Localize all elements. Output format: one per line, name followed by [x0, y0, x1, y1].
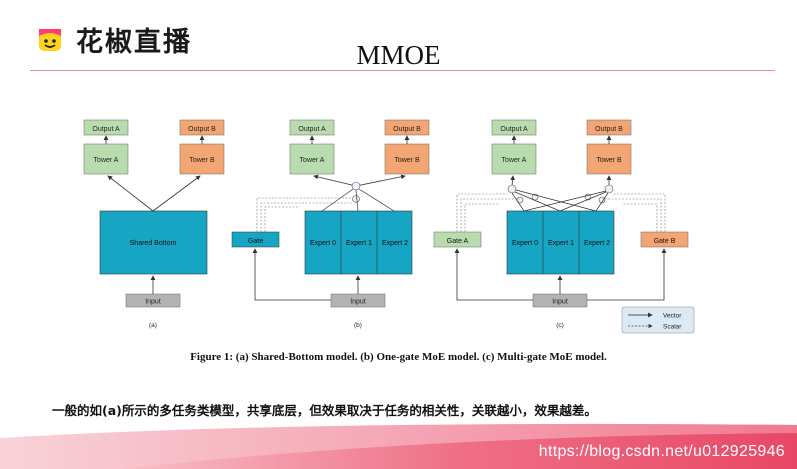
- output-a-label-b: Output A: [298, 126, 326, 133]
- gate-b-mult-2: [598, 196, 606, 204]
- slide-title: MMOE: [356, 40, 441, 70]
- output-a-label: Output A: [92, 126, 120, 133]
- expert0-label-b: Expert 0: [310, 240, 336, 247]
- expert0-label-c: Expert 0: [512, 240, 538, 247]
- tower-b-box-b: [384, 143, 430, 175]
- title-divider: [30, 70, 775, 71]
- gate-b-label: Gate B: [654, 238, 676, 245]
- figure-caption: Figure 1: (a) Shared-Bottom model. (b) O…: [190, 351, 607, 363]
- tower-b-label: Tower B: [189, 157, 215, 164]
- tower-b-label-c: Tower B: [596, 157, 622, 164]
- logo-face-icon: [39, 28, 61, 51]
- output-b-label: Output B: [188, 126, 216, 133]
- output-a-box-b: [289, 119, 335, 136]
- shared-bottom-box: [99, 210, 208, 275]
- body-paragraph: 一般的如(a)所示的多任务类模型，共享底层，但效果取决于任务的相关性，关联越小，…: [52, 403, 597, 418]
- tower-b-label-b: Tower B: [394, 157, 420, 164]
- gate-mult-node-b: [352, 195, 360, 203]
- legend-vector-label: Vector: [663, 313, 682, 320]
- expert2-label-c: Expert 2: [584, 240, 610, 247]
- gate-a-box: [433, 231, 482, 248]
- output-a-box: [83, 119, 129, 136]
- panel-a: Output A Output B Tower A Tower B Shared…: [83, 119, 225, 329]
- output-b-box-b: [384, 119, 430, 136]
- gate-sum-node-b: [351, 181, 361, 191]
- tower-a-box-b: [289, 143, 335, 175]
- expert1-label-b: Expert 1: [346, 240, 372, 247]
- output-b-box: [179, 119, 225, 136]
- sublabel-b: (b): [354, 322, 362, 329]
- brand-logo: 花椒直播: [38, 20, 192, 59]
- panel-b: Output A Output B Tower A Tower B Expert…: [231, 119, 430, 329]
- tower-a-label-b: Tower A: [300, 157, 325, 164]
- legend-box: [621, 306, 695, 334]
- gate-box-b: [231, 231, 280, 248]
- tower-a-label: Tower A: [94, 157, 119, 164]
- output-a-label-c: Output A: [500, 126, 528, 133]
- gate-a-label: Gate A: [447, 238, 469, 245]
- tower-b-box-c: [586, 143, 632, 175]
- shared-bottom-label: Shared Bottom: [130, 240, 177, 247]
- experts-block-b: [304, 210, 413, 275]
- panel-c: Output A Output B Tower A Tower B: [433, 119, 695, 334]
- input-label-a: Input: [145, 299, 161, 306]
- watermark-url: https://blog.csdn.net/u012925946: [538, 443, 785, 460]
- expert2-label-b: Expert 2: [382, 240, 408, 247]
- sublabel-a: (a): [149, 322, 157, 329]
- logo-text: 花椒直播: [76, 27, 192, 58]
- output-a-box-c: [491, 119, 537, 136]
- tower-a-box-c: [491, 143, 537, 175]
- gate-b-sum-node: [604, 184, 614, 194]
- tower-a-label-c: Tower A: [502, 157, 527, 164]
- output-b-box-c: [586, 119, 632, 136]
- output-b-label-c: Output B: [595, 126, 623, 133]
- input-label-c: Input: [552, 299, 568, 306]
- gate-b-box: [640, 231, 689, 248]
- legend-scalar-label: Scalar: [663, 324, 682, 331]
- expert1-label-c: Expert 1: [548, 240, 574, 247]
- sublabel-c: (c): [556, 322, 564, 329]
- input-label-b: Input: [350, 299, 366, 306]
- gate-label-b: Gate: [248, 238, 263, 245]
- gate-a-sum-node: [507, 184, 517, 194]
- experts-block-c: [506, 210, 615, 275]
- output-b-label-b: Output B: [393, 126, 421, 133]
